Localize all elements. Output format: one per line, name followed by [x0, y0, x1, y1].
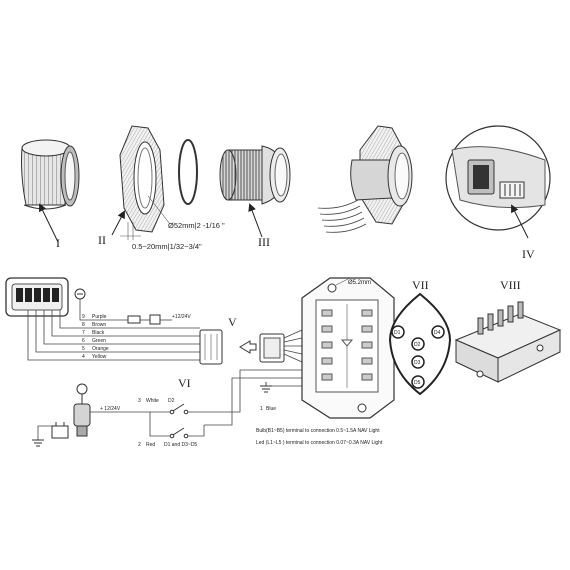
wire-label-4: 4 [82, 354, 85, 360]
flange-plate-part-ii [119, 125, 165, 233]
gauge-wires [27, 299, 200, 361]
panel-thickness-label: 0.5~20mm|1/32~3/4" [132, 242, 202, 251]
switch-d1-d3-d5 [169, 427, 189, 439]
part-iii-label: III [258, 235, 270, 249]
module-hole-label: Ø5.2mm [348, 280, 371, 286]
ground-wire-num: 1 [260, 406, 263, 412]
connector-detail-part-iv [445, 125, 551, 231]
led-d3: D3 [411, 355, 425, 369]
ground-screw-icon [74, 288, 86, 300]
wire-color-8: Brown [92, 322, 106, 328]
gauge-connector-block [5, 277, 69, 317]
diameter-leader [147, 195, 171, 225]
red-wire-num: 2 [138, 442, 141, 448]
bezel-ring-part-i [21, 139, 80, 210]
wire-label-5: 5 [82, 346, 85, 352]
control-module [301, 277, 395, 419]
white-wire-out [188, 394, 241, 413]
red-wire-out [188, 425, 205, 437]
red-wire-dest: D1 and D3~D5 [164, 442, 197, 448]
svg-text:D1: D1 [394, 330, 401, 336]
switch-supply-wire [90, 411, 170, 437]
battery-switch-circuit [32, 422, 69, 447]
ground-wire-color: Blue [266, 406, 276, 412]
wire-color-4: Yellow [92, 354, 107, 360]
part-ii-leader [111, 210, 125, 236]
supply-voltage-label: +12/24V [172, 314, 191, 320]
led-note: Led (L1~L5 ) terminal to connection 0.07… [256, 440, 383, 446]
module-housing-part-viii [454, 301, 562, 383]
part-i-leader [39, 203, 59, 243]
key-switch-icon [73, 383, 91, 437]
part-vii-label: VII [412, 278, 429, 292]
svg-text:D5: D5 [414, 380, 421, 386]
module-output-wires [204, 369, 302, 426]
svg-text:D4: D4 [434, 330, 441, 336]
socket-wires [283, 329, 303, 363]
wire-label-6: 6 [82, 338, 85, 344]
bulb-note: Bulb(B1~B5) terminal to connection 0.5~1… [256, 428, 380, 434]
wire-color-6: Green [92, 338, 106, 344]
socket-connector [259, 333, 285, 363]
white-wire-num: 3 [138, 398, 141, 404]
led-d1: D1 [391, 325, 405, 339]
led-d5: D5 [411, 375, 425, 389]
white-wire-color: White [146, 398, 159, 404]
red-wire-color: Red [146, 442, 155, 448]
direction-arrow-icon [239, 340, 257, 354]
threaded-housing-part-iii [219, 145, 291, 205]
switch-d2 [169, 403, 189, 415]
plug-connector-part-v [199, 329, 223, 365]
part-iv-label: IV [522, 247, 535, 261]
svg-text:D3: D3 [414, 360, 421, 366]
o-ring [178, 139, 198, 205]
part-i-label: I [56, 236, 60, 250]
module-hole-leader [335, 277, 351, 286]
part-iv-leader [511, 204, 529, 239]
wire-label-8: 8 [82, 322, 85, 328]
wire-label-9: 9 [82, 314, 85, 320]
led-d4: D4 [431, 325, 445, 339]
led-d2: D2 [411, 337, 425, 351]
part-ii-label: II [98, 233, 106, 247]
part-iii-leader [248, 203, 263, 238]
wire-color-7: Black [92, 330, 105, 336]
wire-label-7: 7 [82, 330, 85, 336]
ground-symbol-icon [260, 382, 272, 393]
wire-color-9: Purple [92, 314, 107, 320]
part-viii-label: VIII [500, 278, 521, 292]
white-wire-dest: D2 [168, 398, 175, 404]
hole-diameter-label: Ø52mm|2 -1/16 " [168, 221, 225, 230]
inline-fuse [127, 314, 172, 325]
part-vi-label: VI [178, 376, 191, 390]
part-v-label: V [228, 315, 237, 329]
wire-color-5: Orange [92, 346, 109, 352]
switch-supply-label: + 12/24V [100, 406, 121, 412]
assembled-gauge [317, 125, 413, 233]
svg-text:D2: D2 [414, 342, 421, 348]
